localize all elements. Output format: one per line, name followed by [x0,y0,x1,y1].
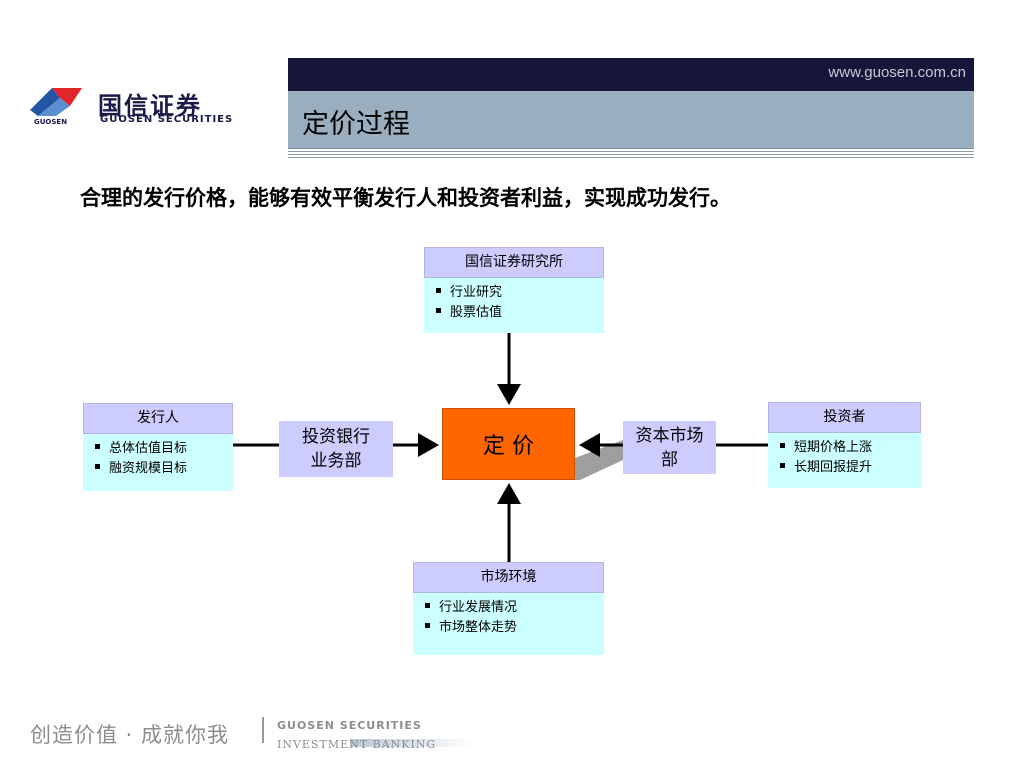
header-divider [288,157,974,158]
capital-markets-line-1: 资本市场 [635,425,704,446]
investment-banking-box: 投资银行 业务部 [279,421,393,477]
footer-divider [262,717,264,743]
logo-mark-text: GUOSEN [34,118,68,126]
logo-chinese-name: 国信证券 [98,92,202,120]
center-box-shadow [575,440,623,480]
market-box-title: 市场环境 [413,562,604,593]
market-box-body: 行业发展情况 市场整体走势 [413,593,604,655]
market-item-2: 市场整体走势 [439,620,518,635]
capital-markets-box: 资本市场 部 [623,421,716,474]
slide-subtitle: 合理的发行价格，能够有效平衡发行人和投资者利益，实现成功发行。 [80,185,731,210]
research-item-1: 行业研究 [450,285,503,300]
list-item: 总体估值目标 [95,439,233,459]
investor-item-1: 短期价格上涨 [794,440,873,455]
header-title-band [288,91,974,149]
header-divider [288,151,974,152]
list-item: 短期价格上涨 [780,438,921,458]
bullet-icon [436,308,441,313]
research-item-2: 股票估值 [450,305,503,320]
footer-gradient-bar [350,739,475,747]
footer-division-name: INVESTMENT BANKING [277,738,437,751]
site-url: www.guosen.com.cn [828,64,966,81]
bullet-icon [425,603,430,608]
bullet-icon [436,288,441,293]
issuer-item-2: 融资规模目标 [109,461,188,476]
issuer-box-title: 发行人 [83,403,233,434]
bullet-icon [780,463,785,468]
list-item: 长期回报提升 [780,458,921,478]
investor-box-title: 投资者 [768,402,921,433]
bullet-icon [95,464,100,469]
bullet-icon [95,444,100,449]
capital-markets-line-2: 部 [661,449,678,470]
list-item: 融资规模目标 [95,459,233,479]
issuer-box-body: 总体估值目标 融资规模目标 [83,434,233,491]
guosen-logo-icon [30,88,82,116]
research-box-title: 国信证券研究所 [424,247,604,278]
investor-box-body: 短期价格上涨 长期回报提升 [768,433,921,488]
market-item-1: 行业发展情况 [439,600,518,615]
logo-english-name: GUOSEN SECURITIES [100,114,234,125]
pricing-center-box: 定 价 [442,408,575,480]
list-item: 行业发展情况 [425,598,604,618]
list-item: 行业研究 [436,283,604,303]
list-item: 股票估值 [436,303,604,323]
header-divider [288,154,974,155]
research-box-body: 行业研究 股票估值 [424,278,604,333]
bullet-icon [425,623,430,628]
footer-slogan: 创造价值 · 成就你我 [30,723,230,747]
list-item: 市场整体走势 [425,618,604,638]
header-top-bar [288,58,974,91]
issuer-item-1: 总体估值目标 [109,441,188,456]
investment-banking-line-2: 业务部 [310,451,362,471]
bullet-icon [780,443,785,448]
investment-banking-line-1: 投资银行 [302,427,370,447]
investor-item-2: 长期回报提升 [794,460,873,475]
footer-company-name: GUOSEN SECURITIES [277,719,422,732]
page-title: 定价过程 [302,109,410,140]
